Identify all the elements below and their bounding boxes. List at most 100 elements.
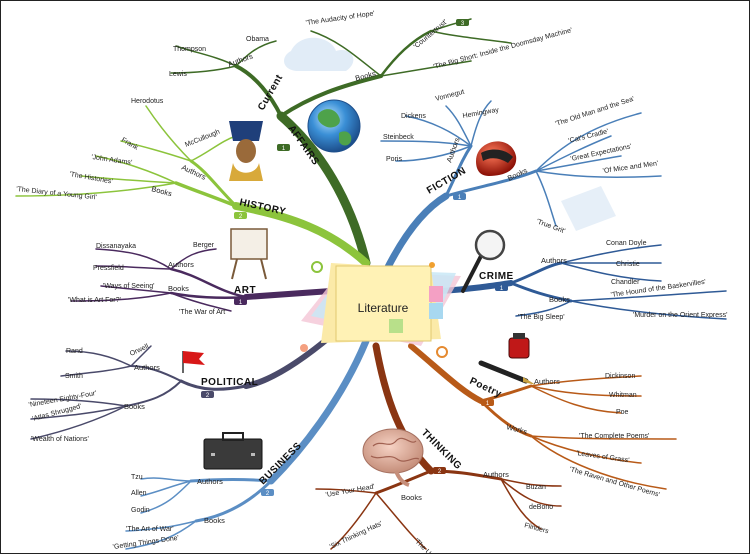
- business-books-label: Books: [204, 516, 225, 525]
- leaf-book[interactable]: 'The Audacity of Hope': [305, 10, 375, 27]
- leaf-author[interactable]: Chandler: [611, 279, 640, 286]
- leaf-book[interactable]: 'The Diary of a Young Girl': [16, 186, 97, 201]
- leaf-author[interactable]: Poris: [386, 156, 402, 163]
- leaf-book[interactable]: 'Use Your Head': [325, 483, 375, 499]
- art-title: ART: [234, 285, 256, 296]
- leaf-author[interactable]: Steinbeck: [383, 134, 414, 141]
- leaf-book[interactable]: 'The Art of War': [126, 526, 174, 533]
- leaf-author[interactable]: Dissanayaka: [96, 243, 136, 250]
- helmet-icon: [476, 141, 517, 176]
- svg-text:2: 2: [206, 393, 210, 399]
- bust-icon: [229, 121, 263, 181]
- leaf-book[interactable]: 'True Grit': [535, 218, 566, 235]
- branch-art[interactable]: [70, 248, 334, 312]
- leaf-author[interactable]: deBono: [529, 504, 553, 511]
- leaf-book[interactable]: 'Wealth of Nations': [31, 436, 89, 443]
- leaf-author[interactable]: Conan Doyle: [606, 240, 647, 247]
- dot-decoration: [300, 344, 308, 352]
- leaf-book[interactable]: 'John Adams': [91, 154, 133, 167]
- leaf-book[interactable]: 'Of Mice and Men': [602, 160, 658, 175]
- branch-political[interactable]: [30, 333, 334, 440]
- leaf-book[interactable]: 'Nineteen Eighty-Four': [28, 390, 97, 409]
- art-badge: 1: [234, 298, 247, 306]
- leaf-book[interactable]: 'The Big Short: Inside the Doomsday Mach…: [433, 27, 573, 71]
- leaf-author[interactable]: Pressfield: [93, 265, 124, 272]
- svg-text:1: 1: [486, 401, 490, 407]
- leaf-author[interactable]: Allen: [131, 490, 147, 497]
- leaf-book[interactable]: 'The Histories': [69, 171, 113, 186]
- leaf-book[interactable]: 'What is Art For?': [68, 297, 121, 304]
- poetry-works-label: Works: [505, 422, 528, 436]
- leaf-author[interactable]: Orwell: [129, 343, 150, 358]
- branch-poetry[interactable]: [408, 343, 677, 490]
- poetry-authors-label: Authors: [534, 377, 560, 386]
- easel-icon: [230, 228, 268, 280]
- business-authors-label: Authors: [197, 477, 223, 486]
- leaf-author[interactable]: Flinders: [523, 522, 549, 535]
- ink-pen-icon: [478, 333, 536, 385]
- leaf-author[interactable]: Buzan: [526, 484, 546, 491]
- leaf-book[interactable]: 'Cat's Cradle': [568, 128, 609, 145]
- leaf-author[interactable]: Herodotus: [131, 98, 164, 105]
- political-badge: 2: [201, 391, 214, 399]
- crime-title: CRIME: [479, 271, 514, 282]
- svg-text:1: 1: [239, 300, 243, 306]
- crime-badge: 1: [495, 284, 508, 292]
- svg-text:1: 1: [282, 146, 286, 152]
- leaf-author[interactable]: Thompson: [173, 46, 206, 53]
- leaf-book[interactable]: 'The Raven and Other Poems': [568, 466, 660, 499]
- svg-text:1: 1: [500, 286, 504, 292]
- leaf-author[interactable]: Frank: [120, 137, 139, 152]
- leaf-author[interactable]: Obama: [246, 36, 269, 43]
- leaf-author[interactable]: Whitman: [609, 392, 637, 399]
- branch-business[interactable]: [125, 337, 370, 550]
- political-authors-label: Authors: [134, 363, 160, 372]
- art-authors-label: Authors: [168, 260, 194, 269]
- leaf-book[interactable]: 'Ways of Seeing': [103, 283, 154, 290]
- leaf-author[interactable]: Dickinson: [605, 373, 635, 380]
- leaf-book[interactable]: 'The Big Sleep': [518, 314, 565, 321]
- leaf-author[interactable]: Tzu: [131, 474, 143, 481]
- leaf-author[interactable]: Rand: [66, 348, 83, 355]
- leaf-book[interactable]: 'Leaves of Grass': [576, 450, 630, 464]
- leaf-author[interactable]: Dickens: [401, 113, 426, 120]
- fiction-badge: 1: [453, 193, 466, 201]
- leaf-author[interactable]: Berger: [193, 242, 215, 249]
- leaf-book[interactable]: 'The Complete Poems': [579, 433, 649, 440]
- leaf-book[interactable]: 'The War of Art': [179, 309, 227, 316]
- magnifier-icon: [461, 229, 506, 293]
- svg-text:3: 3: [461, 21, 465, 27]
- thinking-badge: 2: [433, 467, 446, 475]
- current-badge: 1: [277, 144, 290, 152]
- leaf-book[interactable]: 'The Old Man and the Sea': [554, 96, 635, 128]
- briefcase-icon: [203, 432, 263, 470]
- crime-books-label: Books: [549, 295, 570, 304]
- business-badge: 2: [261, 489, 274, 497]
- center-node[interactable]: Literature: [301, 263, 461, 346]
- center-title: Literature: [358, 301, 409, 315]
- history-books-label: Books: [150, 184, 173, 198]
- brain-icon: [362, 428, 424, 487]
- svg-text:2: 2: [438, 469, 442, 475]
- leaf-book[interactable]: 'Six Thinking Hats': [329, 520, 384, 550]
- political-title: POLITICAL: [201, 377, 258, 388]
- branch-current-affairs[interactable]: [170, 18, 512, 268]
- leaf-author[interactable]: Christie: [616, 261, 640, 268]
- leaf-author[interactable]: Vonnegut: [435, 88, 465, 102]
- leaf-book[interactable]: 'Murder on the Orient Express': [633, 312, 728, 319]
- svg-text:1: 1: [458, 195, 462, 201]
- branch-history[interactable]: [15, 105, 370, 267]
- leaf-book[interactable]: 'The U…': [413, 537, 438, 554]
- leaf-author[interactable]: Hemingway: [462, 107, 500, 120]
- current-book-badge: 3: [456, 19, 469, 27]
- leaf-author[interactable]: Poe: [616, 409, 629, 416]
- book-stack-icon: [284, 37, 616, 231]
- leaf-book[interactable]: 'Getting Things Done': [112, 535, 179, 551]
- leaf-book[interactable]: 'Countertrust': [413, 19, 449, 51]
- leaf-author[interactable]: Godin: [131, 507, 150, 514]
- leaf-author[interactable]: Smith: [65, 373, 83, 380]
- political-books-label: Books: [124, 402, 145, 411]
- art-books-label: Books: [168, 284, 189, 293]
- leaf-author[interactable]: Lewis: [169, 71, 187, 78]
